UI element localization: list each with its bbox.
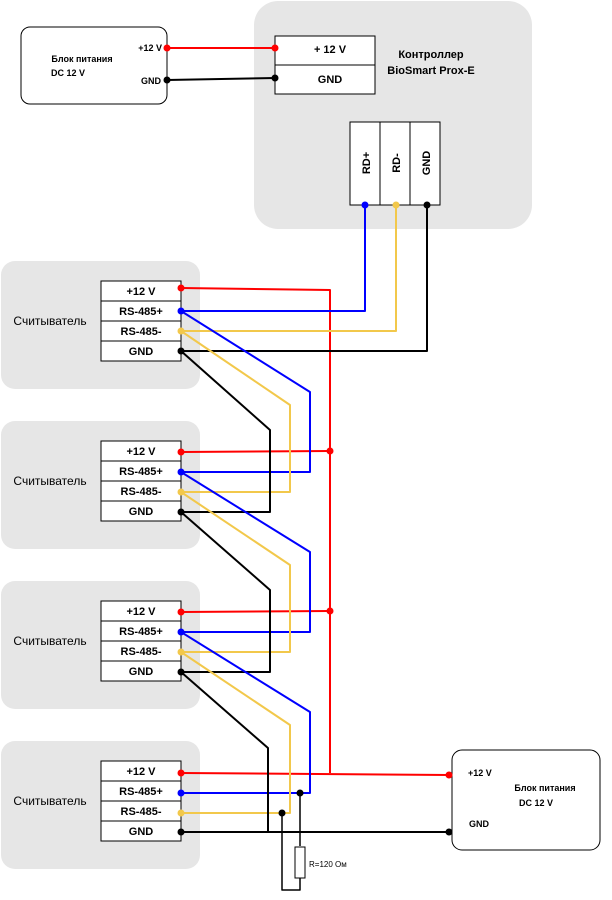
reader-1: Считыватель +12 V RS-485+ RS-485- GND [1, 261, 200, 389]
wire-power-reader-4 [180, 772, 450, 776]
reader-pin-gnd: GND [129, 506, 154, 518]
resistor [294, 846, 306, 879]
reader-pin-rs485-plus: RS-485+ [119, 306, 163, 318]
psu-top-title: Блок питания [51, 54, 112, 64]
reader-pin-rs485-minus: RS-485- [121, 486, 162, 498]
reader-pin-plus12: +12 V [126, 606, 156, 618]
dot-r3-rs485-plus [177, 628, 185, 636]
psu-bottom-box [451, 749, 601, 851]
controller-rd-minus-label: RD- [391, 153, 403, 173]
reader-pin-rs485-plus: RS-485+ [119, 786, 163, 798]
wire-chain-gnd-1 [180, 350, 271, 513]
junction-dots [163, 44, 453, 836]
dot-resistor-b [278, 809, 286, 817]
reader-3: Считыватель +12 V RS-485+ RS-485- GND [1, 581, 200, 709]
wire-chain-plus-3 [180, 631, 311, 794]
controller-title: Контроллер [398, 49, 464, 61]
wire-power-reader-3 [180, 610, 331, 613]
wire-chain-minus-1 [180, 330, 291, 493]
wire-resistor-lead-a [281, 813, 301, 891]
psu-bottom-title: Блок питания [514, 783, 575, 793]
reader-2: Считыватель +12 V RS-485+ RS-485- GND [1, 421, 200, 549]
dot-rd-gnd [423, 201, 431, 209]
dot-r1-rs485-minus [177, 327, 185, 335]
reader-4: Считыватель +12 V RS-485+ RS-485- GND [1, 741, 200, 869]
dot-psu-bottom-plus [445, 771, 453, 779]
reader-pin-gnd: GND [129, 346, 154, 358]
controller-power-plus-label: + 12 V [314, 44, 347, 56]
wire-psu-top-gnd [166, 77, 276, 81]
dot-resistor-a [296, 789, 304, 797]
dot-r3-rs485-minus [177, 648, 185, 656]
reader-pin-rs485-minus: RS-485- [121, 806, 162, 818]
reader-label: Считыватель [13, 794, 86, 808]
reader-label: Считыватель [13, 634, 86, 648]
dot-bus-r2 [326, 447, 334, 455]
wire-power-reader-2 [180, 450, 331, 453]
dot-r4-rs485-minus [177, 809, 185, 817]
wire-rd-gnd [181, 205, 428, 352]
psu-bottom-subtitle: DC 12 V [519, 798, 553, 808]
dot-r1-gnd [177, 347, 185, 355]
reader-pin-rs485-minus: RS-485- [121, 326, 162, 338]
reader-pin-rs485-minus: RS-485- [121, 646, 162, 658]
dot-r3-plus12 [177, 608, 185, 616]
controller-model: BioSmart Prox-E [387, 65, 474, 77]
dot-controller-gnd [271, 74, 279, 82]
psu-top: Блок питания DC 12 V +12 V GND [20, 26, 168, 105]
reader-pin-gnd: GND [129, 666, 154, 678]
psu-top-plus-label: +12 V [138, 43, 162, 53]
dot-rd-minus [392, 201, 400, 209]
psu-top-subtitle: DC 12 V [51, 68, 85, 78]
dot-r1-rs485-plus [177, 307, 185, 315]
dot-r2-gnd [177, 508, 185, 516]
dot-r2-rs485-minus [177, 488, 185, 496]
dot-r2-plus12 [177, 448, 185, 456]
dot-r2-rs485-plus [177, 468, 185, 476]
reader-pin-plus12: +12 V [126, 766, 156, 778]
wires [166, 47, 450, 891]
psu-bottom-plus-label: +12 V [468, 768, 492, 778]
reader-label: Считыватель [13, 314, 86, 328]
reader-pin-rs485-plus: RS-485+ [119, 626, 163, 638]
psu-bottom: +12 V Блок питания DC 12 V GND [451, 749, 601, 851]
psu-top-box [20, 26, 168, 105]
reader-label: Считыватель [13, 474, 86, 488]
dot-r4-gnd [177, 828, 185, 836]
wire-chain-gnd-3 [180, 671, 269, 832]
wire-chain-minus-2 [180, 491, 291, 653]
reader-pin-plus12: +12 V [126, 286, 156, 298]
dot-psu-bottom-gnd [445, 828, 453, 836]
wire-chain-plus-2 [180, 471, 311, 633]
dot-r3-gnd [177, 668, 185, 676]
psu-bottom-gnd-label: GND [469, 819, 490, 829]
controller-rd-plus-label: RD+ [361, 152, 373, 174]
resistor-label: R=120 Ом [309, 860, 347, 869]
wire-chain-minus-3 [180, 651, 291, 814]
dot-r4-plus12 [177, 769, 185, 777]
dot-rd-plus [361, 201, 369, 209]
dot-r1-plus12 [177, 284, 185, 292]
psu-top-gnd-label: GND [141, 76, 162, 86]
wire-chain-gnd-2 [180, 511, 271, 673]
reader-pin-gnd: GND [129, 826, 154, 838]
dot-psu-top-plus [163, 44, 171, 52]
reader-pin-plus12: +12 V [126, 446, 156, 458]
wire-rd-minus [181, 205, 397, 332]
wire-rd-plus [181, 205, 366, 312]
dot-bus-r3 [326, 607, 334, 615]
dot-controller-plus [271, 44, 279, 52]
dot-r4-rs485-plus [177, 789, 185, 797]
controller-power-gnd-label: GND [318, 74, 343, 86]
dot-psu-top-gnd [163, 76, 171, 84]
reader-pin-rs485-plus: RS-485+ [119, 466, 163, 478]
controller-rd-gnd-label: GND [421, 151, 433, 176]
controller: Контроллер BioSmart Prox-E + 12 V GND RD… [254, 1, 532, 229]
wire-chain-plus-1 [180, 310, 311, 473]
